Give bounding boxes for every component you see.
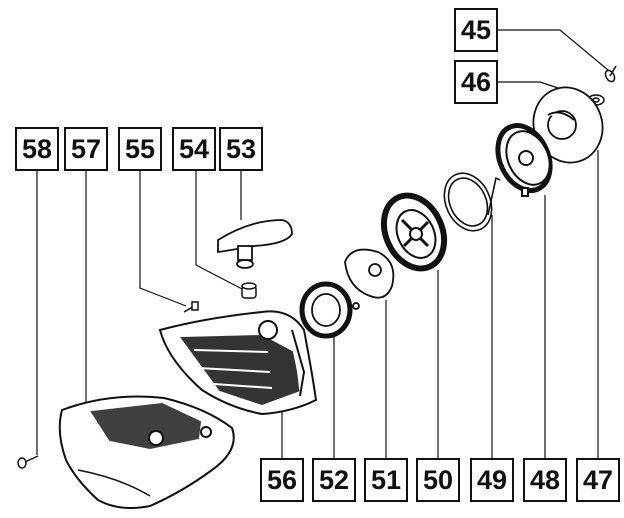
- callout-49: 49: [470, 458, 514, 502]
- screw-part-45: [604, 65, 617, 83]
- bolt-part-58: [17, 455, 39, 469]
- callout-50: 50: [416, 458, 460, 502]
- bushing-part-54: [241, 282, 257, 299]
- callout-51: 51: [364, 458, 408, 502]
- callout-45: 45: [454, 8, 498, 52]
- leader-line-55: [139, 170, 187, 307]
- side-cover-part-57: [58, 395, 235, 509]
- guide-plate-part-51: [344, 248, 395, 299]
- leader-line-45: [559, 29, 609, 71]
- callout-55: 55: [118, 127, 162, 171]
- callout-54: 54: [172, 127, 216, 171]
- callout-56: 56: [260, 458, 304, 502]
- callout-57: 57: [64, 127, 108, 171]
- callout-58: 58: [15, 127, 59, 171]
- recoil-spring-part-49: [443, 172, 501, 232]
- callout-47: 47: [576, 458, 620, 502]
- callout-52: 52: [312, 458, 356, 502]
- leader-line-54: [195, 170, 245, 291]
- callout-53: 53: [219, 127, 263, 171]
- screw-part-55: [183, 301, 199, 313]
- callout-46: 46: [454, 60, 498, 104]
- recoil-housing-part-48: [495, 123, 553, 197]
- pawl-spring-part-52: [299, 281, 360, 339]
- starter-housing-part-56: [158, 310, 318, 416]
- starter-handle-part-53: [217, 219, 293, 269]
- callout-48: 48: [523, 458, 567, 502]
- starter-pulley-part-50: [380, 192, 448, 272]
- pulley-cover-part-47: [532, 86, 604, 164]
